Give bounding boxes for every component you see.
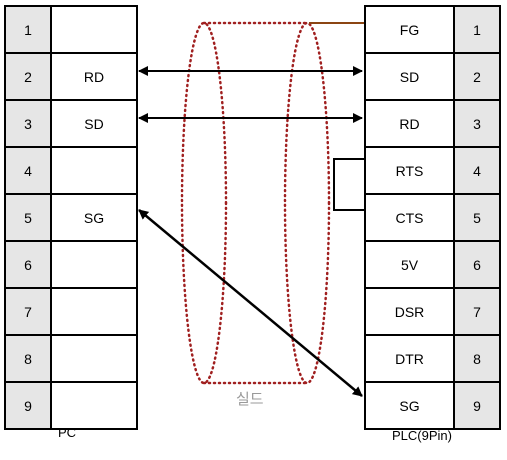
pc-pin-number: 8 — [4, 334, 52, 383]
pc-pin-signal — [50, 287, 138, 336]
plc-pin-number: 9 — [453, 381, 501, 430]
pc-pin-row-1: 1 — [4, 5, 138, 54]
pc-pin-row-8: 8 — [4, 334, 138, 383]
plc-pin-number: 2 — [453, 52, 501, 101]
pc-pin-number: 5 — [4, 193, 52, 242]
pc-pin-number: 7 — [4, 287, 52, 336]
plc-pin-number: 8 — [453, 334, 501, 383]
pc-pin-signal — [50, 5, 138, 54]
pc-pin-number: 4 — [4, 146, 52, 195]
pc-pin-number: 1 — [4, 5, 52, 54]
plc-pin-number: 4 — [453, 146, 501, 195]
plc-pin-number: 6 — [453, 240, 501, 289]
pc-pin-row-7: 7 — [4, 287, 138, 336]
pc-pin-number: 3 — [4, 99, 52, 148]
plc-pin-number: 3 — [453, 99, 501, 148]
pc-pin-number: 2 — [4, 52, 52, 101]
pc-pin-number: 6 — [4, 240, 52, 289]
pc-pin-signal — [50, 240, 138, 289]
shield-outline — [180, 21, 331, 385]
pc-pin-number: 9 — [4, 381, 52, 430]
pc-pin-row-4: 4 — [4, 146, 138, 195]
plc-pin-signal: DTR — [364, 334, 455, 383]
pc-pin-signal: SG — [50, 193, 138, 242]
rts-cts-loopback — [333, 158, 364, 211]
plc-pin-number: 7 — [453, 287, 501, 336]
plc-pin-signal: RD — [364, 99, 455, 148]
plc-pin-signal: CTS — [364, 193, 455, 242]
pc-pin-signal — [50, 381, 138, 430]
pc-pin-signal: SD — [50, 99, 138, 148]
plc-pin-signal: DSR — [364, 287, 455, 336]
pc-pin-signal — [50, 146, 138, 195]
pc-caption: PC — [58, 425, 77, 440]
pc-pin-signal: RD — [50, 52, 138, 101]
sg-wire — [138, 209, 363, 397]
pc-pin-signal — [50, 334, 138, 383]
plc-pin-signal: RTS — [364, 146, 455, 195]
plc-pin-signal: SD — [364, 52, 455, 101]
plc-pin-number: 5 — [453, 193, 501, 242]
pc-pin-row-6: 6 — [4, 240, 138, 289]
plc-pin-number: 1 — [453, 5, 501, 54]
plc-caption: PLC(9Pin) — [392, 428, 452, 443]
plc-pin-signal: FG — [364, 5, 455, 54]
plc-pin-signal: 5V — [364, 240, 455, 289]
plc-pin-signal: SG — [364, 381, 455, 430]
pc-pin-row-9: 9 — [4, 381, 138, 430]
